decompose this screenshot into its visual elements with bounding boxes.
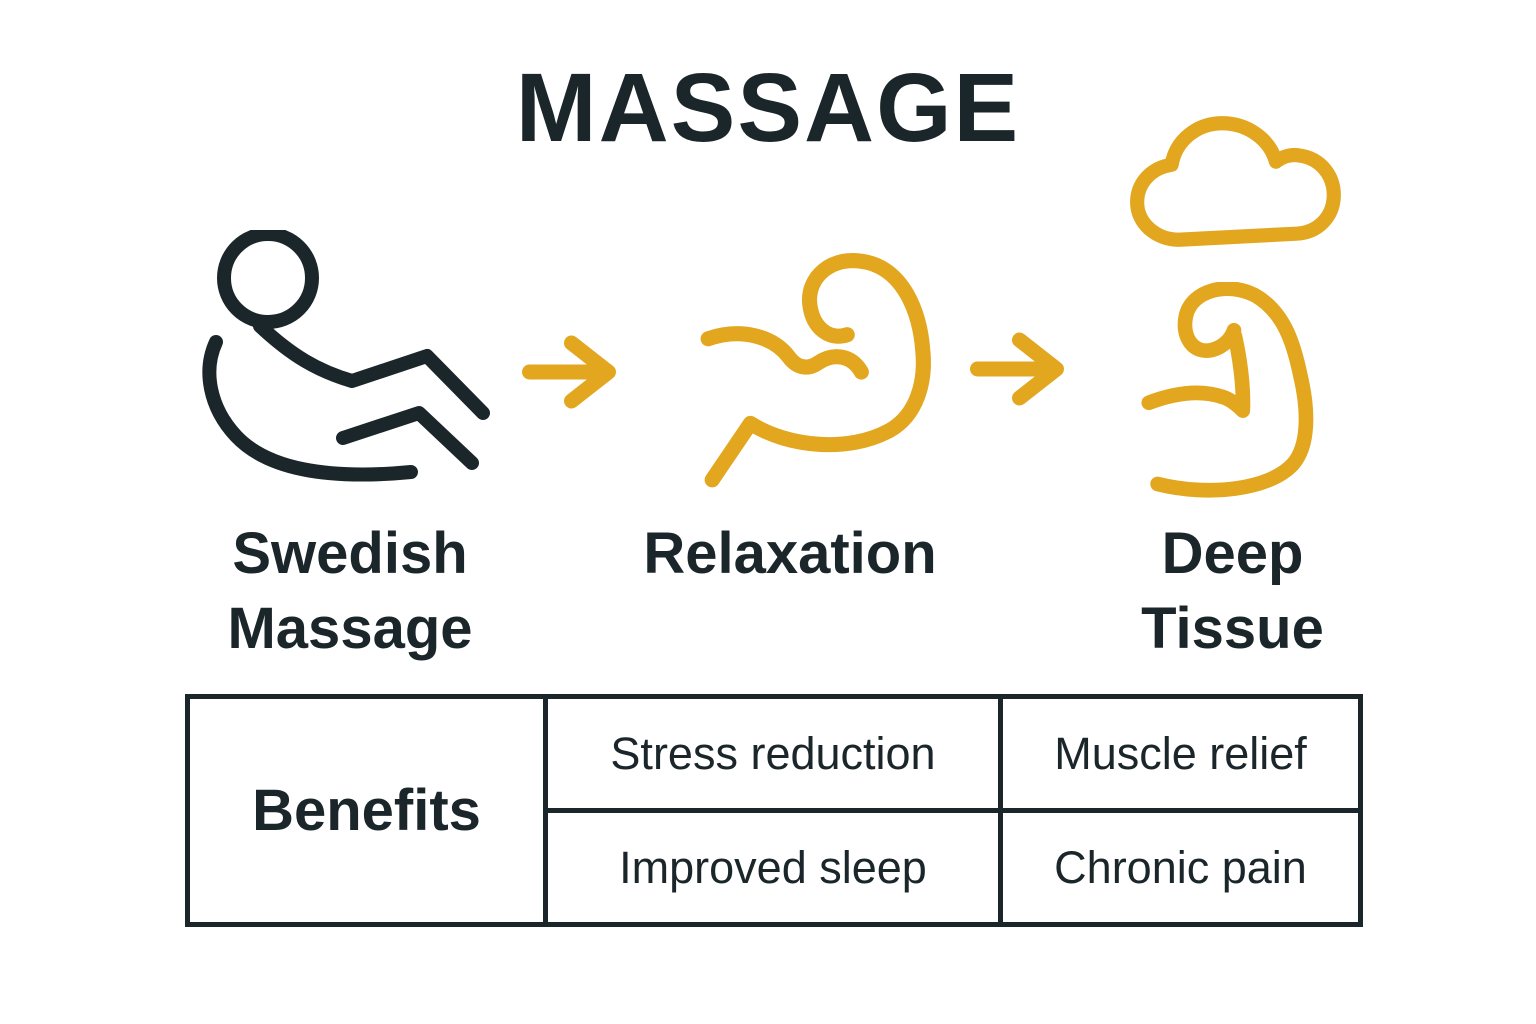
- benefits-table: Benefits Stress reduction Muscle relief …: [185, 694, 1363, 927]
- right-arrow-icon: [968, 327, 1094, 412]
- cloud-icon: [1126, 110, 1354, 254]
- reclining-person-icon: [200, 230, 500, 500]
- table-row: Benefits Stress reduction Muscle relief: [185, 694, 1363, 927]
- benefits-row-header: Benefits: [185, 694, 548, 927]
- benefit-cell-chronic-pain: Chronic pain: [998, 808, 1363, 927]
- label-swedish-massage: Swedish Massage: [227, 521, 473, 661]
- label-relaxation: Relaxation: [643, 521, 937, 586]
- cloud-over-bicep-icon: [1140, 282, 1326, 498]
- benefit-cell-muscle-relief: Muscle relief: [998, 694, 1363, 813]
- table-row: Improved sleep Chronic pain: [188, 808, 1363, 927]
- right-arrow-icon: [520, 330, 646, 415]
- label-deep-tissue: Deep Tissue: [1141, 521, 1324, 661]
- page-title: MASSAGE: [515, 53, 1021, 162]
- flexed-bicep-icon: [692, 242, 944, 499]
- benefit-cell-stress-reduction: Stress reduction: [543, 694, 1003, 813]
- benefit-cell-improved-sleep: Improved sleep: [543, 808, 1003, 927]
